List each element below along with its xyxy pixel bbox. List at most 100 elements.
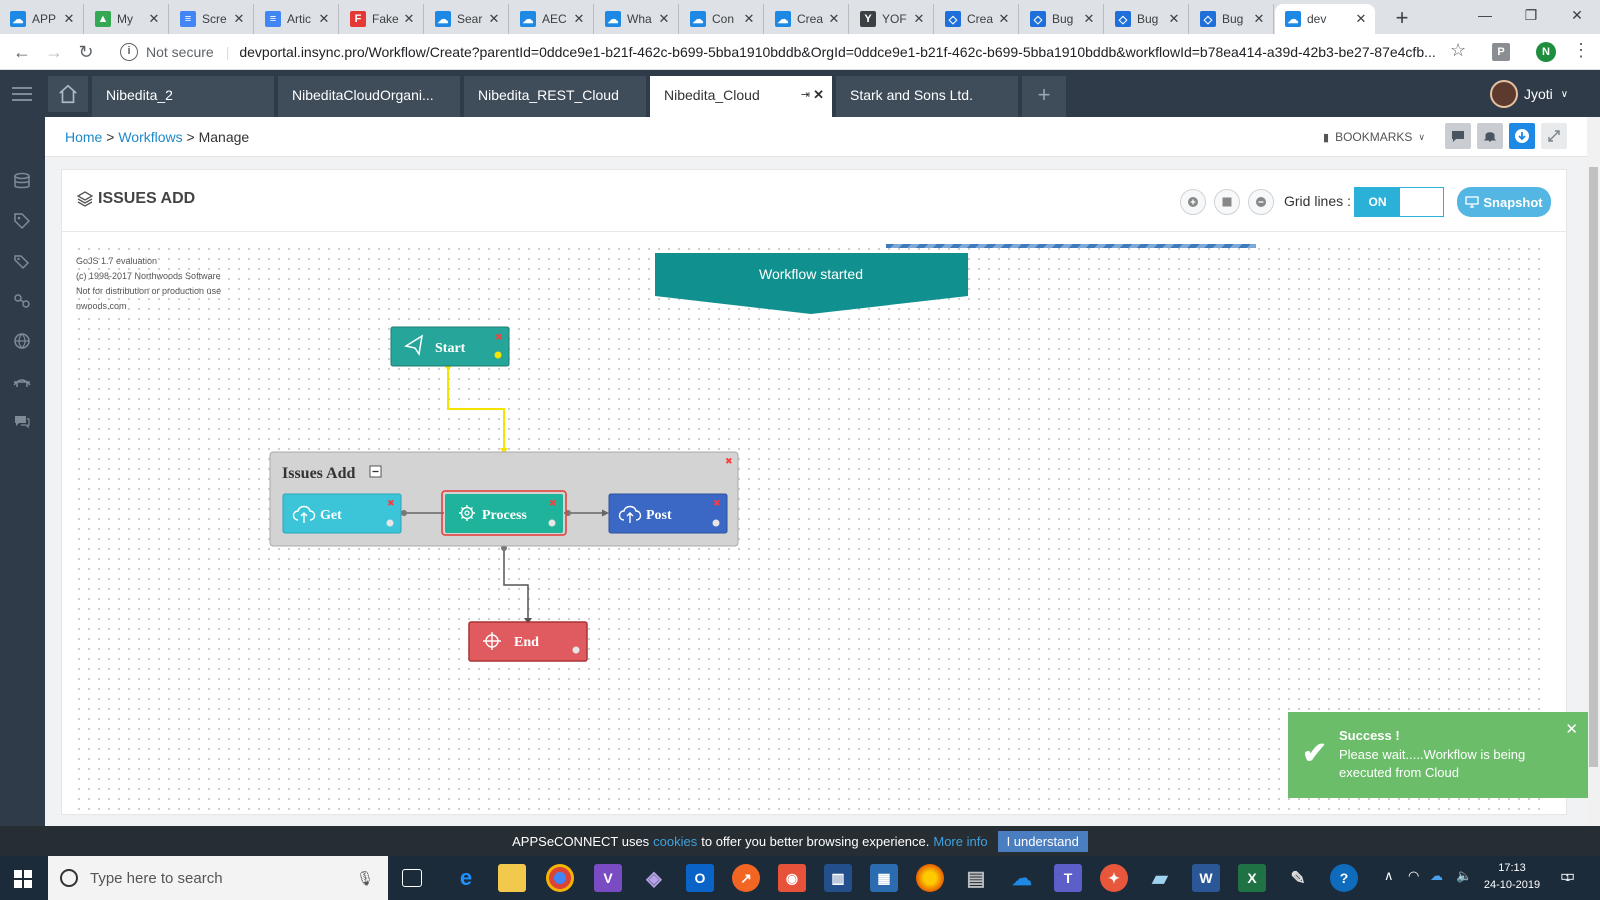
i-understand-button[interactable]: I understand <box>997 830 1088 852</box>
browser-tab[interactable]: ◇Crea✕ <box>935 4 1019 34</box>
taskbar-clock[interactable]: 17:13 24-10-2019 <box>1482 860 1542 894</box>
browser-tab[interactable]: ☁Sear✕ <box>425 4 509 34</box>
sql-server-icon[interactable]: ▤ <box>966 867 986 890</box>
close-icon[interactable]: ✕ <box>913 11 925 26</box>
close-icon[interactable]: ✕ <box>63 11 75 26</box>
close-icon[interactable]: ✖ <box>549 498 557 508</box>
issues-add-group[interactable]: Issues Add ✖ G <box>269 451 739 547</box>
windows-start-icon[interactable] <box>14 870 32 888</box>
app-tab[interactable]: NibeditaCloudOrgani... <box>278 76 460 117</box>
teams-icon[interactable]: T <box>1054 864 1082 892</box>
cookies-link[interactable]: cookies <box>653 833 698 849</box>
group-to-end-link[interactable] <box>503 546 529 622</box>
window-close-button[interactable]: ✕ <box>1571 7 1583 23</box>
user-menu[interactable]: Jyoti ∨ <box>1490 80 1568 108</box>
close-icon[interactable]: ✖ <box>495 332 503 342</box>
browser-tab[interactable]: ≡Scre✕ <box>170 4 254 34</box>
start-node[interactable]: Start ✖ <box>390 326 510 367</box>
get-node[interactable]: Get ✖ <box>282 493 402 534</box>
microphone-icon[interactable]: 🎙 <box>356 869 374 886</box>
close-icon[interactable]: ✕ <box>148 11 160 26</box>
database-icon[interactable] <box>12 171 32 191</box>
home-button[interactable] <box>48 76 88 112</box>
port-dot[interactable] <box>712 519 720 527</box>
browser-tab[interactable]: ☁APP✕ <box>0 4 84 34</box>
edge-icon[interactable]: e <box>459 865 473 890</box>
scrollbar-thumb[interactable] <box>1589 167 1598 767</box>
browser-tab[interactable]: ◇Bug✕ <box>1190 4 1274 34</box>
close-icon[interactable]: ✖ <box>387 498 395 508</box>
close-icon[interactable]: ✕ <box>998 11 1010 26</box>
breadcrumb-workflows[interactable]: Workflows <box>118 129 183 145</box>
restore-button[interactable]: ❐ <box>1524 7 1538 23</box>
close-icon[interactable]: ✕ <box>828 11 840 26</box>
port-dot[interactable] <box>386 519 394 527</box>
analytics-icon[interactable]: ▦ <box>870 864 898 892</box>
minimize-button[interactable]: — <box>1478 7 1492 23</box>
chat-button[interactable] <box>1445 123 1471 149</box>
download-button[interactable] <box>1509 123 1535 149</box>
notification-center-icon[interactable]: ▭1 <box>1560 868 1576 885</box>
postman-icon[interactable]: ↗ <box>732 864 760 892</box>
app-tab[interactable]: Nibedita_2 <box>92 76 274 117</box>
zoom-in-button[interactable] <box>1180 189 1206 215</box>
browser-menu-icon[interactable]: ⋮ <box>1572 40 1590 60</box>
collapse-icon[interactable] <box>369 465 382 478</box>
tag-icon[interactable] <box>12 211 32 231</box>
close-icon[interactable]: ✕ <box>1168 11 1180 26</box>
snapshot-button[interactable]: Snapshot <box>1457 187 1551 217</box>
start-to-group-link[interactable] <box>447 366 505 452</box>
word-icon[interactable]: W <box>1192 864 1220 892</box>
appseconnect-icon[interactable]: ☁ <box>1012 867 1032 890</box>
browser-tab[interactable]: ☁Con✕ <box>680 4 764 34</box>
firefox-icon[interactable] <box>916 864 944 892</box>
diagram-canvas[interactable]: GoJS 1.7 evaluation (c) 1998-2017 Northw… <box>74 244 1548 810</box>
breadcrumb-home[interactable]: Home <box>65 129 103 145</box>
app-tab[interactable]: Nibedita_Cloud⇥✕ <box>650 76 832 117</box>
onedrive-icon[interactable]: ☁ <box>1430 868 1443 883</box>
visual-studio-icon[interactable]: V <box>594 864 622 892</box>
file-explorer-icon[interactable] <box>498 864 526 892</box>
taskbar-search[interactable]: Type here to search 🎙 <box>48 856 388 900</box>
wifi-icon[interactable]: ◠ <box>1408 868 1420 883</box>
omnibox[interactable]: i Not secure | devportal.insync.pro/Work… <box>112 38 1472 66</box>
close-icon[interactable]: ✕ <box>1355 11 1367 26</box>
paint-icon[interactable]: ✎ <box>1290 867 1306 888</box>
hamburger-menu-icon[interactable] <box>12 83 32 103</box>
close-icon[interactable]: ✕ <box>1083 11 1095 26</box>
link-icon[interactable] <box>12 291 32 311</box>
more-info-link[interactable]: More info <box>933 833 988 849</box>
browser-tab[interactable]: ≡Artic✕ <box>255 4 339 34</box>
browser-tab[interactable]: ☁Wha✕ <box>595 4 679 34</box>
close-icon[interactable]: ✕ <box>233 11 245 26</box>
chart-app-icon[interactable]: ▥ <box>824 864 852 892</box>
fit-button[interactable] <box>1214 189 1240 215</box>
tray-chevron-icon[interactable]: ∧ <box>1384 868 1394 883</box>
app-tab[interactable]: Stark and Sons Ltd. <box>836 76 1018 117</box>
post-node[interactable]: Post ✖ <box>608 493 728 534</box>
add-app-tab-button[interactable]: + <box>1022 76 1066 117</box>
help-icon[interactable]: ? <box>1330 864 1358 892</box>
tags-icon[interactable] <box>12 251 32 271</box>
new-tab-button[interactable]: + <box>1395 5 1409 30</box>
reload-icon[interactable]: ↻ <box>78 42 94 62</box>
end-node[interactable]: End <box>468 621 588 662</box>
close-icon[interactable]: ✕ <box>573 11 585 26</box>
close-icon[interactable]: ✖ <box>725 456 733 466</box>
notifications-button[interactable] <box>1477 123 1503 149</box>
browser-tab[interactable]: ◇Bug✕ <box>1020 4 1104 34</box>
close-icon[interactable]: ✕ <box>403 11 415 26</box>
browser-tab[interactable]: ☁dev✕ <box>1275 4 1375 34</box>
port-dot[interactable] <box>548 519 556 527</box>
extension-icon[interactable]: P <box>1492 43 1510 61</box>
url-text[interactable]: devportal.insync.pro/Workflow/Create?par… <box>239 44 1436 60</box>
fullscreen-button[interactable] <box>1541 123 1567 149</box>
port-dot[interactable] <box>572 646 580 654</box>
process-node[interactable]: Process ✖ <box>441 490 567 536</box>
browser-tab[interactable]: ☁AEC✕ <box>510 4 594 34</box>
close-icon[interactable]: ✕ <box>743 11 755 26</box>
globe-icon[interactable] <box>12 331 32 351</box>
bookmarks-dropdown[interactable]: ▮ BOOKMARKS ∨ <box>1323 130 1425 144</box>
